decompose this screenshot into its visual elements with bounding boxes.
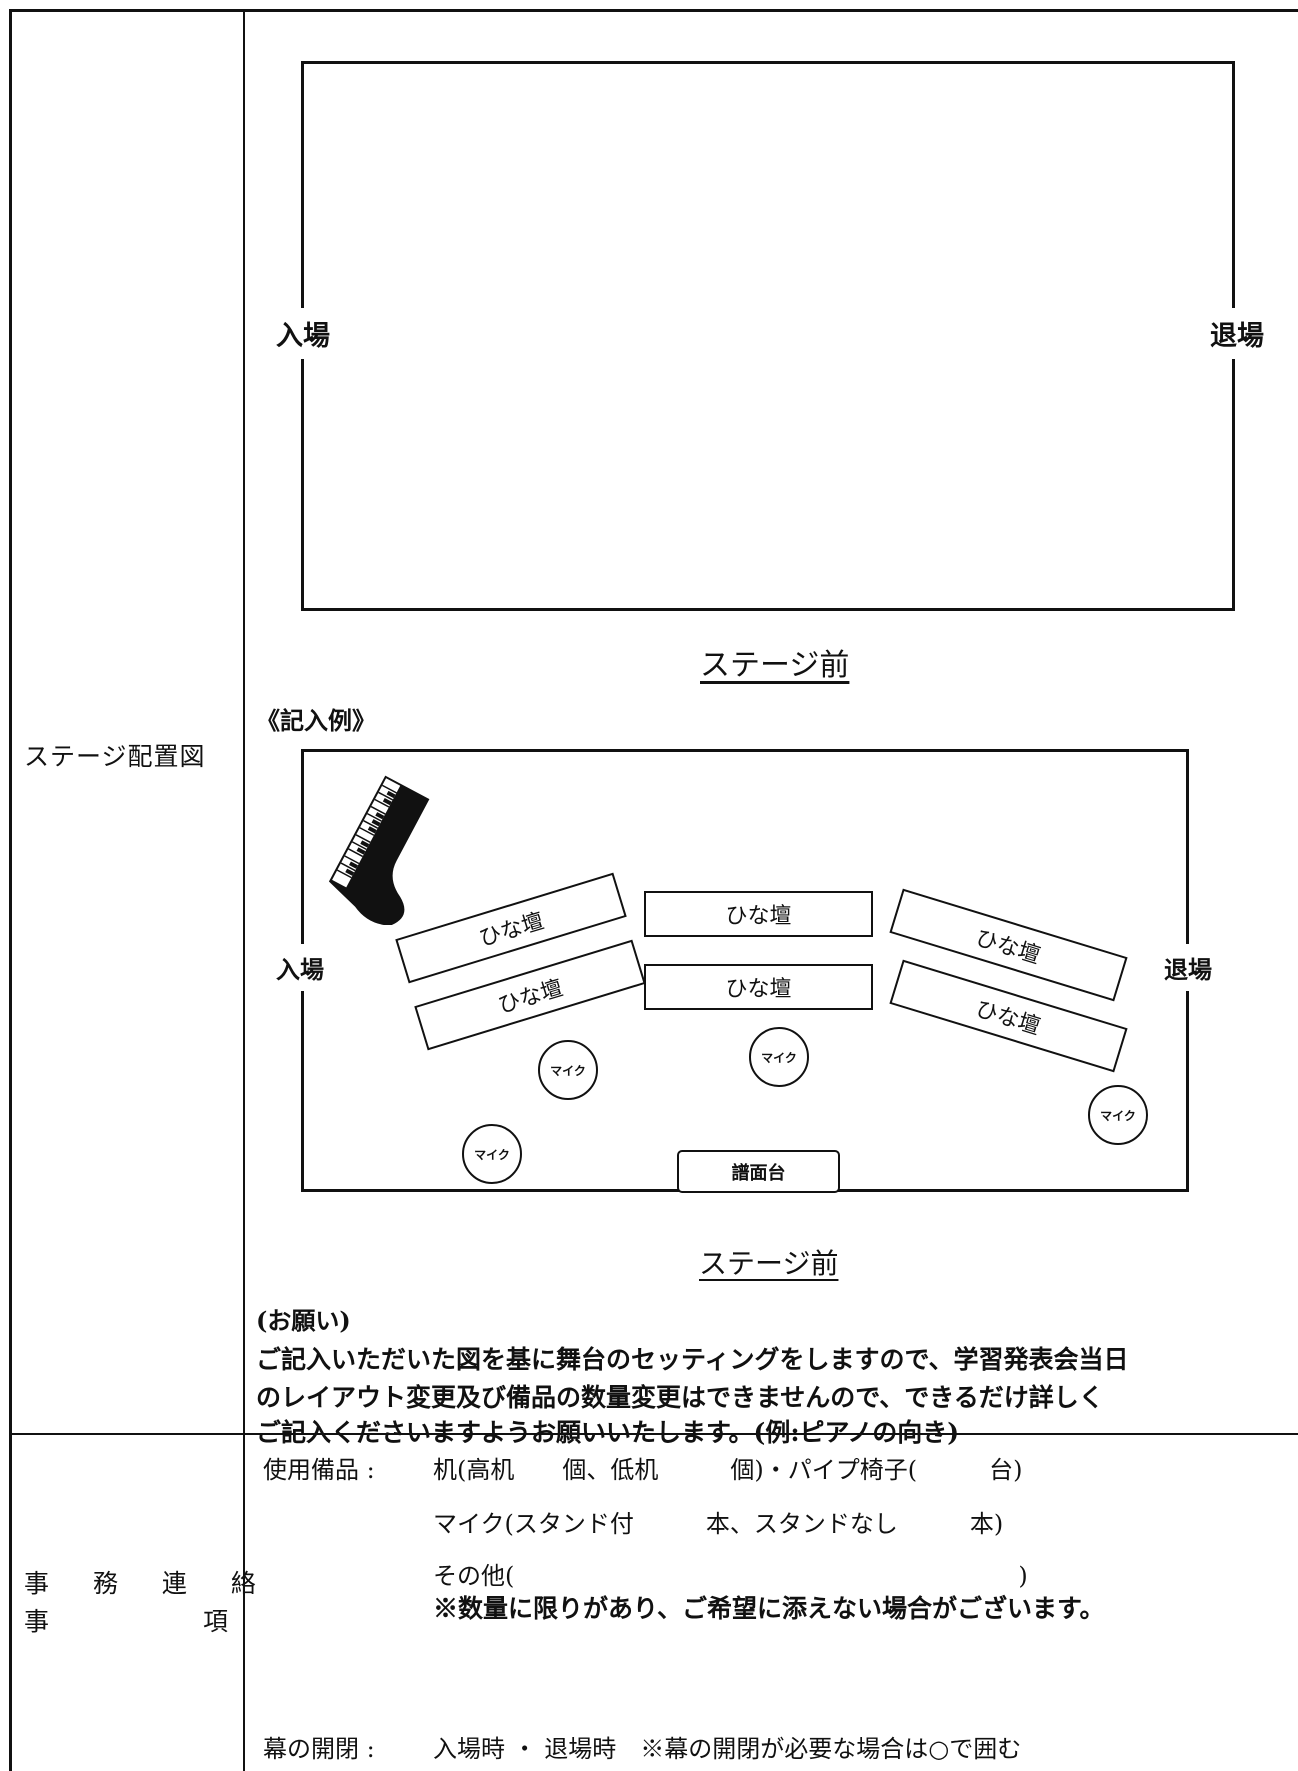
equipment-label: 使用備品 :: [263, 1456, 375, 1484]
blank-exit-label: 退場: [1210, 308, 1264, 359]
office-notes-label-char-left: 事: [24, 1607, 51, 1636]
blank-stage-area[interactable]: [301, 61, 1235, 611]
request-line-2: のレイアウト変更及び備品の数量変更はできませんので、できるだけ詳しく: [256, 1383, 1104, 1412]
equipment-line-other[interactable]: その他( ): [433, 1562, 1028, 1590]
riser-center-upper: ひな壇: [644, 891, 873, 937]
mic-icon: マイク: [538, 1040, 598, 1100]
blank-stage-front-label: ステージ前: [700, 648, 850, 683]
request-line-3: ご記入くださいますようお願いいたします。(例:ピアノの向き): [256, 1418, 960, 1447]
mic-icon: マイク: [749, 1027, 809, 1087]
grand-piano-icon: [328, 775, 430, 925]
mic-icon: マイク: [1088, 1085, 1148, 1145]
equipment-line-mics[interactable]: マイク(スタンド付 本、スタンドなし 本): [433, 1510, 1004, 1538]
equipment-line-desks-chairs[interactable]: 机(高机 個、低机 個)・パイプ椅子( 台): [433, 1456, 1023, 1484]
office-notes-label-line1: 事 務 連 絡: [24, 1569, 274, 1598]
example-heading: 《記入例》: [256, 706, 376, 735]
curtain-label: 幕の開閉 :: [263, 1735, 375, 1763]
curtain-options[interactable]: 入場時 ・ 退場時 ※幕の開閉が必要な場合は○で囲む: [433, 1735, 1022, 1763]
request-title: (お願い): [256, 1306, 351, 1335]
blank-entrance-label: 入場: [276, 308, 330, 359]
office-notes-label-char-right: 項: [203, 1607, 230, 1636]
riser-center-lower: ひな壇: [644, 964, 873, 1010]
row-divider: [9, 1433, 1298, 1435]
request-line-1: ご記入いただいた図を基に舞台のセッティングをしますので、学習発表会当日: [256, 1345, 1129, 1374]
form-table: [9, 9, 1298, 1771]
stage-layout-label: ステージ配置図: [24, 742, 206, 771]
example-stage-front-label: ステージ前: [699, 1247, 839, 1280]
example-exit-label: 退場: [1164, 944, 1212, 991]
mic-icon: マイク: [462, 1124, 522, 1184]
example-entrance-label: 入場: [276, 944, 324, 991]
equipment-quantity-note: ※数量に限りがあり、ご希望に添えない場合がございます。: [433, 1594, 1105, 1623]
music-stand-box: 譜面台: [677, 1150, 840, 1193]
column-divider: [243, 9, 245, 1771]
